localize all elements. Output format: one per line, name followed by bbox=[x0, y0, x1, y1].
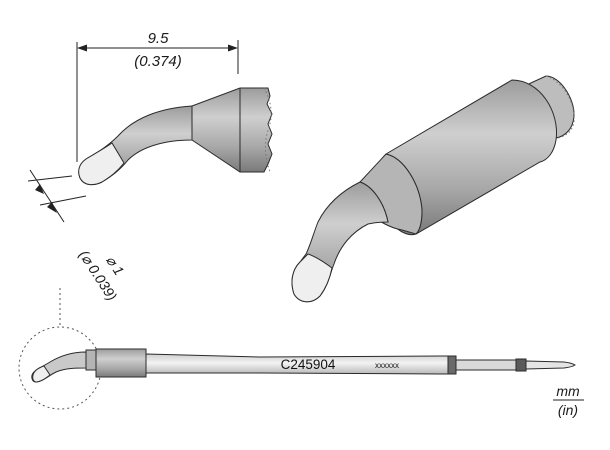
units-mm-label: mm bbox=[556, 383, 580, 399]
detail-body bbox=[191, 87, 273, 173]
side-rear-step bbox=[515, 358, 527, 372]
side-body bbox=[95, 348, 147, 378]
tip-arrow-2 bbox=[47, 202, 57, 213]
side-cone bbox=[85, 349, 97, 371]
side-rear-point bbox=[525, 360, 576, 370]
units-legend: mm (in) bbox=[553, 383, 584, 418]
length-in-label: (0.374) bbox=[134, 53, 182, 70]
side-tip-plating bbox=[32, 365, 51, 383]
perspective-view bbox=[291, 75, 575, 303]
full-side-view: C245904 xxxxxx bbox=[18, 288, 576, 410]
length-arrow-left bbox=[77, 44, 87, 52]
length-arrow-right bbox=[228, 44, 238, 52]
part-code-label: C245904 bbox=[281, 357, 336, 372]
perspective-tip-plating bbox=[291, 253, 333, 303]
detail-break-line bbox=[263, 87, 272, 173]
detail-side-view: 9.5 (0.374) ⌀ 1 (⌀ 0.039) bbox=[27, 30, 273, 303]
tip-ext-line-2 bbox=[39, 195, 87, 206]
tip-ext-line-1 bbox=[27, 175, 73, 182]
tip-arrow-1 bbox=[35, 184, 44, 194]
length-mm-label: 9.5 bbox=[148, 30, 170, 47]
side-rear-pin bbox=[455, 359, 517, 371]
units-in-label: (in) bbox=[558, 402, 578, 418]
side-dark-band bbox=[447, 355, 457, 375]
detail-tip-plating bbox=[78, 142, 125, 186]
tip-dimension-line bbox=[29, 169, 65, 223]
serial-placeholder-label: xxxxxx bbox=[375, 361, 399, 370]
